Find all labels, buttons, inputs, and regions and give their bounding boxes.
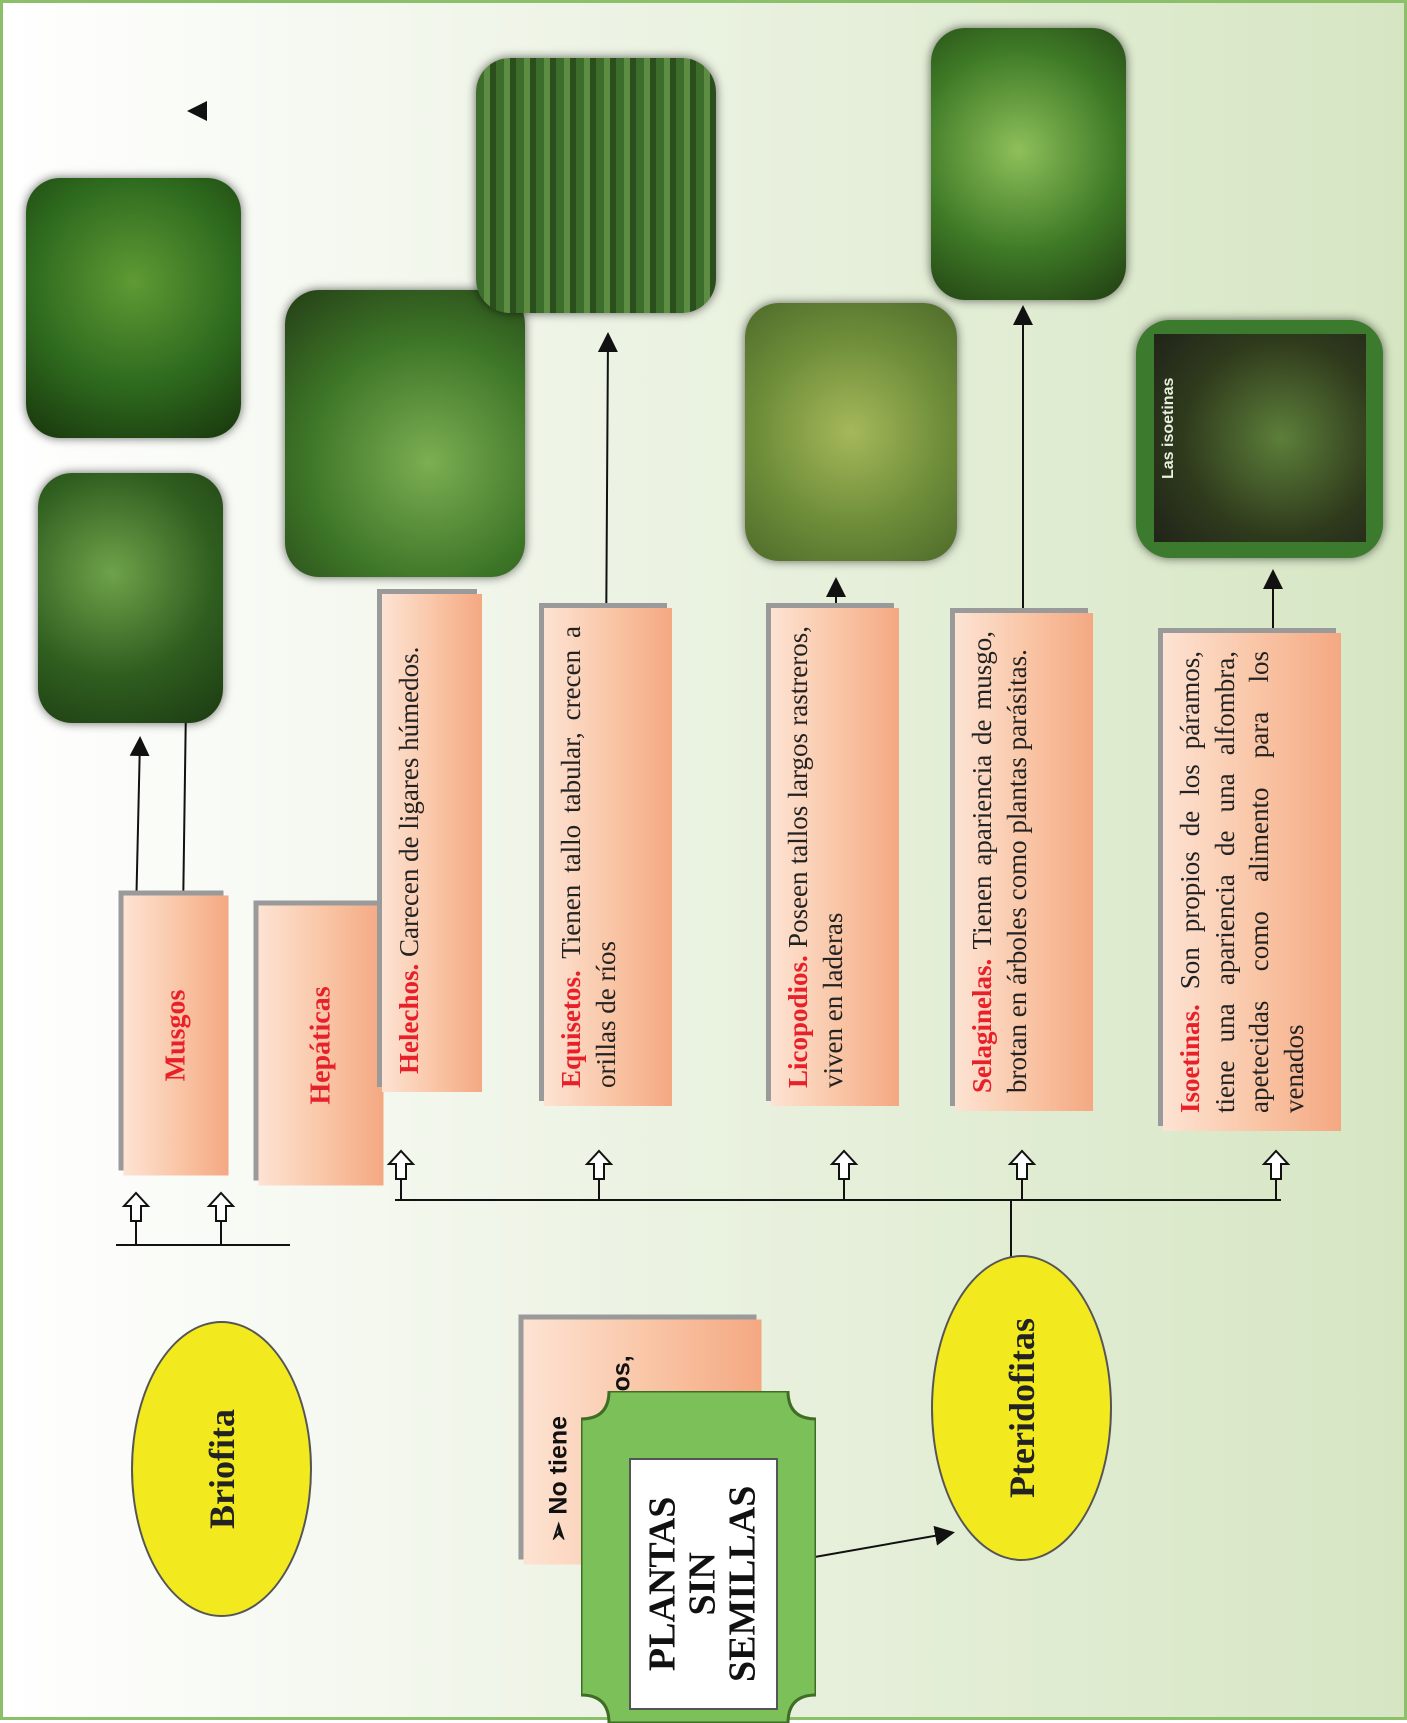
musgos-box: Musgos	[123, 895, 229, 1176]
selaginelas-name: Selaginelas.	[967, 958, 997, 1093]
equisetos-name: Equisetos.	[556, 970, 586, 1088]
page-title-box: PLANTAS SIN SEMILLAS	[629, 1458, 778, 1710]
licopodios-name: Licopodios.	[783, 955, 813, 1088]
bullet-icon: ➢	[544, 1521, 573, 1543]
equisetos-box: Equisetos. Tienen tallo tabular, crecen …	[544, 608, 672, 1106]
selaginelas-photo	[931, 28, 1126, 300]
hepaticas-photo	[26, 178, 241, 438]
hepaticas-box: Hepáticas	[258, 905, 384, 1186]
isoetinas-name: Isoetinas.	[1175, 1004, 1205, 1113]
helechos-text: Carecen de ligares húmedos.	[394, 646, 424, 958]
briofita-label: Briofita	[201, 1409, 242, 1529]
pteridofitas-ellipse: Pteridofitas	[931, 1255, 1112, 1561]
musgos-photo	[38, 473, 223, 723]
isoetinas-photo: Las isoetinas	[1136, 320, 1383, 558]
helechos-box: Helechos. Carecen de ligares húmedos.	[382, 594, 482, 1092]
isoetinas-box: Isoetinas. Son propios de los páramos, t…	[1163, 633, 1341, 1131]
helechos-name: Helechos.	[394, 963, 424, 1074]
selaginelas-box: Selaginelas. Tienen apariencia de musgo,…	[955, 613, 1093, 1111]
equisetos-photo	[476, 58, 716, 313]
musgos-label: Musgos	[160, 989, 192, 1082]
isoetinas-caption: Las isoetinas	[1160, 377, 1177, 479]
page-title: PLANTAS SIN SEMILLAS	[641, 1485, 764, 1683]
pteridofitas-label: Pteridofitas	[1001, 1318, 1042, 1498]
hepaticas-label: Hepáticas	[305, 986, 337, 1105]
briofita-ellipse: Briofita	[131, 1321, 312, 1617]
licopodios-box: Licopodios. Poseen tallos largos rastrer…	[771, 608, 899, 1106]
licopodios-photo	[745, 303, 957, 561]
helechos-photo	[285, 290, 525, 577]
